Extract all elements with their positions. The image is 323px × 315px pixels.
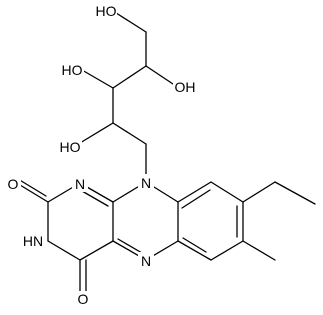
bond — [210, 181, 244, 203]
bond — [182, 237, 207, 253]
bond — [145, 65, 177, 87]
hydroxyl-label: HO — [60, 139, 81, 155]
bond — [274, 181, 316, 205]
carbonyl-oxygen-label: O — [78, 291, 89, 307]
bond — [79, 122, 114, 144]
bond — [242, 181, 276, 203]
bond — [112, 65, 147, 89]
bond — [47, 240, 81, 261]
ring-nitrogen-label: N — [141, 253, 151, 269]
bond — [17, 178, 47, 197]
atom-labels: HO HO OH HO N N O HN O N — [5, 3, 197, 308]
ring-nitrogen-label: N — [141, 175, 151, 191]
carbonyl-oxygen-label: O — [8, 176, 19, 192]
hydroxyl-label: OH — [175, 79, 196, 95]
bond — [19, 184, 49, 203]
hydroxyl-label: HO — [96, 3, 117, 19]
bond — [181, 189, 211, 209]
bond — [112, 122, 147, 145]
bond — [81, 69, 114, 89]
bond — [79, 240, 114, 261]
bond — [117, 238, 143, 254]
bond — [112, 10, 147, 33]
hydroxyl-label: HO — [62, 62, 83, 78]
bond — [242, 240, 276, 261]
imide-nh-label: HN — [23, 233, 43, 249]
bond — [177, 240, 212, 261]
bond — [177, 181, 212, 203]
bond — [210, 240, 244, 261]
ring-nitrogen-label: N — [75, 176, 85, 192]
